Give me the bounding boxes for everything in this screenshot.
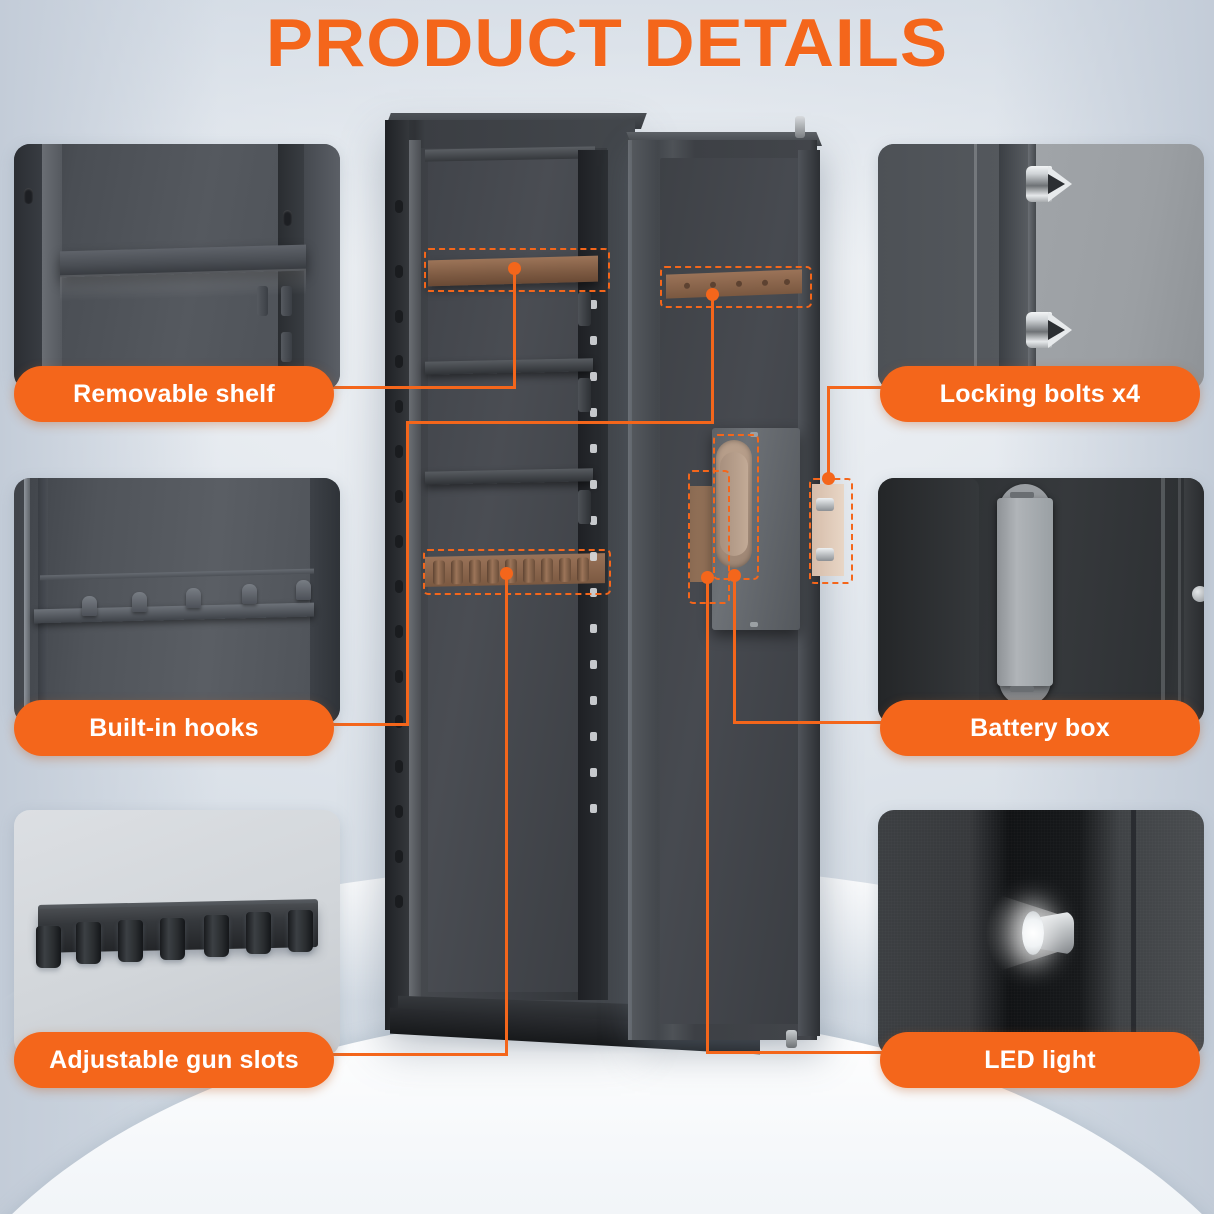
- highlight-removable-shelf: [424, 248, 610, 292]
- battery-box-image: [878, 478, 1204, 724]
- feature-label-removable-shelf[interactable]: Removable shelf: [14, 366, 334, 422]
- feature-panel-locking-bolts: [878, 144, 1204, 390]
- locking-bolt-lower: [816, 548, 834, 561]
- highlight-door-hooks: [660, 266, 812, 308]
- safe-inner-left-rail: [409, 140, 421, 1008]
- feature-panel-gun-slots: [14, 810, 340, 1056]
- feature-label-text: Locking bolts x4: [939, 379, 1141, 408]
- hook-icon-4: [242, 584, 257, 604]
- gun-slot-icon-6: [246, 912, 271, 954]
- connector-built-in-hooks-v2: [406, 421, 409, 726]
- door-battery-cover: [720, 452, 748, 556]
- connector-gun-slots-v: [505, 573, 508, 1055]
- gun-slot-icon-2: [76, 922, 101, 964]
- connector-built-in-hooks-h1: [406, 421, 714, 424]
- gun-slot-icon-7: [288, 910, 313, 952]
- gun-slot-icon-5: [204, 915, 229, 957]
- connector-led-light-v: [706, 577, 709, 1053]
- feature-label-text: Battery box: [970, 713, 1110, 742]
- feature-label-battery-box[interactable]: Battery box: [880, 700, 1200, 756]
- connector-removable-shelf-h: [330, 386, 516, 389]
- mount-hole-right-icon: [283, 210, 292, 226]
- feature-label-text: Built-in hooks: [89, 713, 259, 742]
- feature-label-gun-slots[interactable]: Adjustable gun slots: [14, 1032, 334, 1088]
- feature-label-text: LED light: [984, 1045, 1096, 1074]
- connector-locking-bolts-v: [827, 386, 830, 478]
- gun-slot-icon-4: [160, 918, 185, 960]
- hook-icon-5: [296, 580, 311, 600]
- connector-battery-box-h: [733, 721, 885, 724]
- feature-label-text: Removable shelf: [73, 379, 275, 408]
- connector-built-in-hooks-v1: [711, 294, 714, 424]
- connector-battery-box-v: [733, 575, 736, 723]
- gun-slot-icon-3: [118, 920, 143, 962]
- hook-icon-1: [82, 596, 97, 616]
- feature-label-built-in-hooks[interactable]: Built-in hooks: [14, 700, 334, 756]
- door-lock-screw-bottom: [750, 622, 758, 627]
- hook-icon-3: [186, 588, 201, 608]
- locking-bolt-upper: [816, 498, 834, 511]
- highlight-gun-slots: [423, 549, 611, 595]
- adjustable-gun-slots-image: [14, 810, 340, 1056]
- door-top-hinge-pin: [795, 116, 805, 138]
- connector-dot-locking-bolts: [822, 472, 835, 485]
- highlight-battery-box: [713, 434, 759, 580]
- battery-cover-icon: [996, 498, 1053, 686]
- feature-panel-led-light: [878, 810, 1204, 1056]
- highlight-locking-bolts: [809, 478, 853, 584]
- connector-led-light-h: [706, 1051, 886, 1054]
- feature-label-led-light[interactable]: LED light: [880, 1032, 1200, 1088]
- door-right-edge: [798, 150, 820, 1036]
- connector-removable-shelf-v: [513, 268, 516, 388]
- feature-label-locking-bolts[interactable]: Locking bolts x4: [880, 366, 1200, 422]
- door-bottom-hinge-pin: [786, 1030, 797, 1048]
- mount-hole-left-icon: [24, 188, 33, 204]
- led-light-image: [878, 810, 1204, 1056]
- page-title: PRODUCT DETAILS: [265, 5, 949, 81]
- highlight-led-light: [688, 470, 730, 604]
- hook-icon-2: [132, 592, 147, 612]
- feature-panel-removable-shelf: [14, 144, 340, 390]
- bolt-icon-2: [1026, 312, 1072, 348]
- connector-built-in-hooks-h2: [330, 723, 409, 726]
- locking-bolts-image: [878, 144, 1204, 390]
- connector-locking-bolts-h: [827, 386, 885, 389]
- bolt-icon-1: [1026, 166, 1072, 202]
- bolt-head-icon: [1192, 586, 1204, 602]
- removable-shelf-image: [14, 144, 340, 390]
- feature-label-text: Adjustable gun slots: [49, 1045, 299, 1074]
- led-lens-icon: [1022, 911, 1044, 955]
- connector-gun-slots-h: [330, 1053, 508, 1056]
- built-in-hooks-image: [14, 478, 340, 724]
- feature-panel-built-in-hooks: [14, 478, 340, 724]
- feature-panel-battery-box: [878, 478, 1204, 724]
- gun-slot-icon-1: [36, 926, 61, 968]
